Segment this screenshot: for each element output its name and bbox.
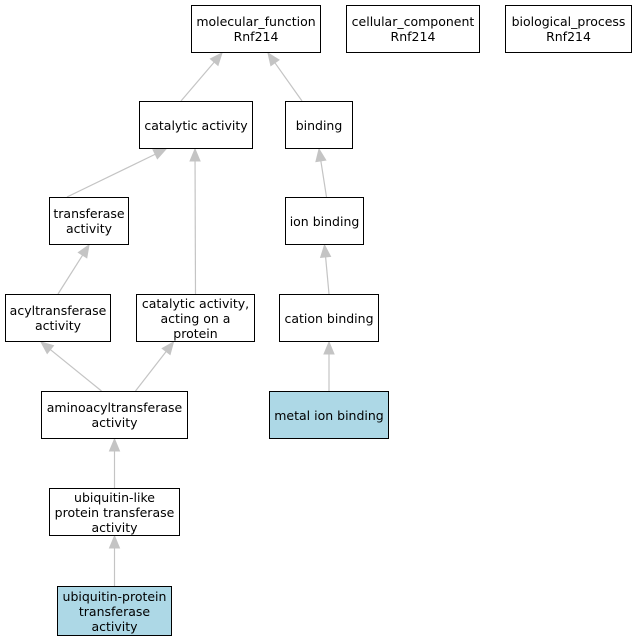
edge-line-5 [57,254,84,295]
node-metal-ion-binding: metal ion binding [269,391,389,439]
node-cation-binding: cation binding [279,294,379,342]
edge-arrowhead-5 [77,243,90,259]
edge-arrowhead-0 [209,52,223,67]
edge-line-6 [324,256,330,295]
node-cellular-component: cellular_component Rnf214 [346,5,480,53]
edge-line-4 [320,160,328,198]
edge-arrowhead-3 [189,147,201,162]
edge-arrowhead-1 [267,51,280,67]
node-biological-process: biological_process Rnf214 [505,5,632,53]
node-ubiquitin-like-protein-transferase-activity: ubiquitin-like protein transferase activ… [49,488,180,536]
edge-arrowhead-9 [323,340,335,355]
edge-arrowhead-6 [319,243,332,258]
edge-arrowhead-4 [315,147,327,163]
edge-arrowhead-2 [152,148,168,160]
edge-line-7 [49,349,102,392]
edge-arrowhead-8 [161,340,175,356]
node-transferase-activity: transferase activity [49,197,129,245]
edge-arrowhead-7 [39,341,55,355]
edge-arrowhead-10 [108,437,121,452]
node-binding: binding [285,101,353,149]
edge-line-0 [180,61,215,102]
node-ion-binding: ion binding [285,197,364,245]
edge-line-8 [135,351,167,392]
edge-arrowhead-11 [108,534,121,549]
node-catalytic-activity: catalytic activity [139,101,253,149]
node-ubiquitin-protein-transferase-activity: ubiquitin-protein transferase activity [57,586,172,636]
node-aminoacyltransferase-activity: aminoacyltransferase activity [41,391,188,439]
edge-line-2 [66,153,156,198]
node-catalytic-activity-acting-on-protein: catalytic activity, acting on a protein [136,294,255,342]
node-molecular-function: molecular_function Rnf214 [191,5,321,53]
edge-line-1 [274,62,303,102]
node-acyltransferase-activity: acyltransferase activity [5,294,111,342]
